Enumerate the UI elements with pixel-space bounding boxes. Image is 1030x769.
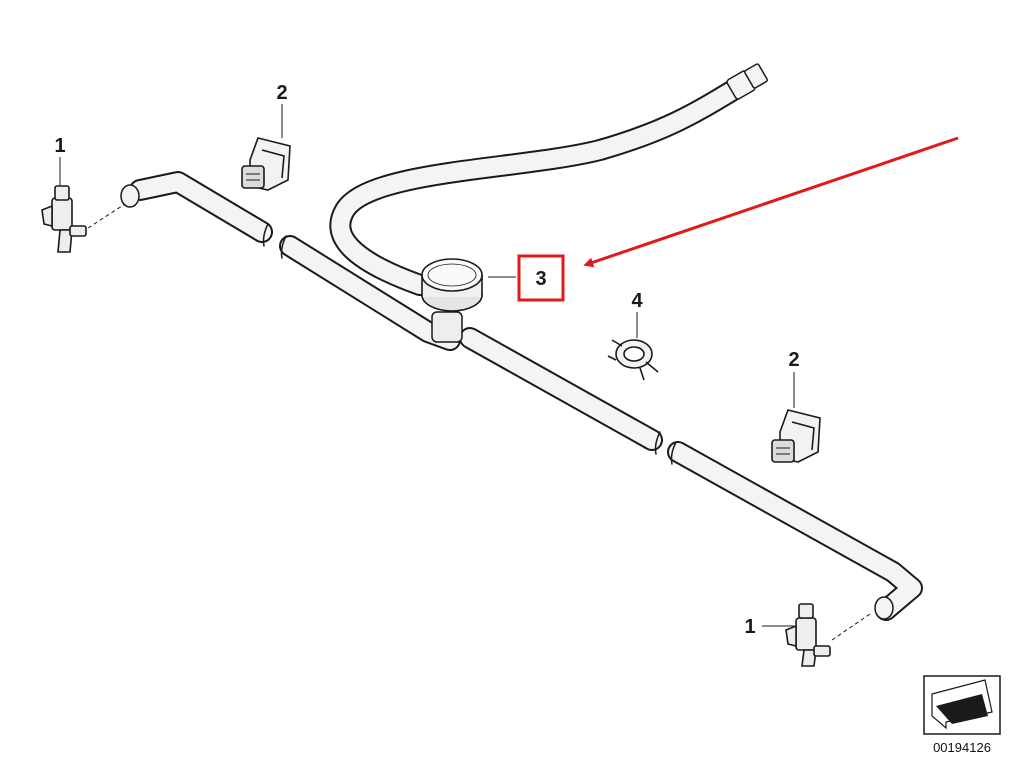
callout-part-4: 4	[631, 290, 643, 312]
orientation-arrow-icon	[923, 675, 1001, 735]
leader-lines	[59, 104, 795, 627]
callout-part-3: 3	[535, 268, 546, 290]
hose-clamp-icon	[607, 339, 659, 381]
callout-part-1-left: 1	[54, 135, 65, 157]
reference-number: 00194126	[933, 740, 991, 755]
hose-assembly	[120, 63, 923, 621]
washer-nozzle-icon	[41, 185, 126, 253]
washer-nozzle-icon	[785, 603, 871, 667]
callout-part-1-right: 1	[744, 616, 755, 638]
hose-clip-icon	[241, 137, 291, 191]
highlight-box	[517, 254, 565, 302]
hose-clip-icon	[771, 409, 821, 463]
callout-part-2-right: 2	[788, 349, 799, 371]
highlight-arrow	[583, 136, 959, 268]
check-valve-icon	[421, 258, 483, 312]
callout-part-2-left: 2	[276, 82, 287, 104]
